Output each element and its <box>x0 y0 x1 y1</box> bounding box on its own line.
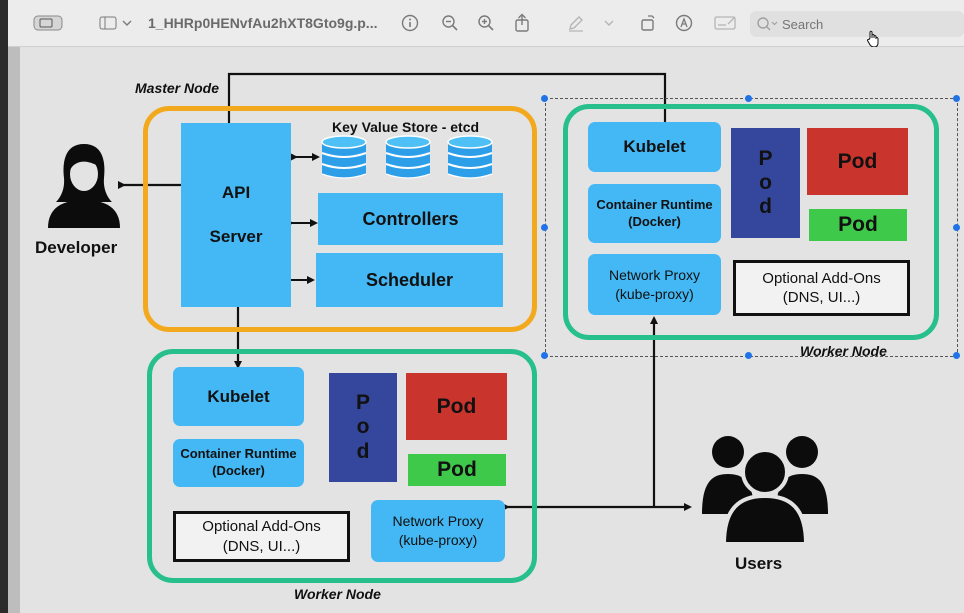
users-label: Users <box>735 554 783 573</box>
info-button[interactable] <box>398 10 422 36</box>
pod-green-bottom: Pod <box>408 454 506 486</box>
form-icon <box>714 16 736 30</box>
etcd-label: Key Value Store - etcd <box>332 119 480 135</box>
container-runtime-box-bottom: Container Runtime (Docker) <box>173 439 304 487</box>
kubelet-box-top: Kubelet <box>588 122 721 172</box>
proxy-label-line1: Network Proxy <box>392 513 484 530</box>
scheduler-box: Scheduler <box>316 253 503 307</box>
pod-letter: P <box>355 391 370 415</box>
selection-handle[interactable] <box>953 224 960 231</box>
view-menu-button[interactable] <box>96 10 136 36</box>
window-edge <box>0 0 8 613</box>
master-node-frame <box>143 106 537 332</box>
kubelet-box-bottom: Kubelet <box>173 367 304 426</box>
runtime-label-line2: (Docker) <box>628 213 681 229</box>
share-button[interactable] <box>510 10 534 36</box>
network-proxy-box-top: Network Proxy (kube-proxy) <box>588 254 721 315</box>
pod-letter: o <box>759 170 772 194</box>
network-proxy-box-bottom: Network Proxy (kube-proxy) <box>371 500 505 562</box>
selection-handle[interactable] <box>541 95 548 102</box>
selection-handle[interactable] <box>745 352 752 359</box>
zoom-in-icon <box>478 15 494 31</box>
zoom-out-icon <box>442 15 458 31</box>
worker-node-label-bottom: Worker Node <box>294 586 381 602</box>
controllers-box: Controllers <box>318 193 503 245</box>
addons-label-line1: Optional Add-Ons <box>762 269 881 287</box>
selection-handle[interactable] <box>953 95 960 102</box>
addons-label-line2: (DNS, UI...) <box>782 289 861 306</box>
pod-red-top: Pod <box>807 128 908 195</box>
selection-handle[interactable] <box>745 95 752 102</box>
preview-toolbar: 1_HHRp0HENvfAu2hXT8Gto9g.p... <box>8 0 964 48</box>
pod-letter: o <box>356 415 370 439</box>
proxy-label-line2: (kube-proxy) <box>615 285 694 302</box>
runtime-label-line2: (Docker) <box>212 463 265 478</box>
database-icon <box>321 135 367 179</box>
api-server-box: API Server <box>181 123 291 307</box>
developer-label: Developer <box>35 238 118 257</box>
sidebar-toggle-button[interactable] <box>24 10 72 36</box>
database-icon <box>447 135 493 179</box>
zoom-out-button[interactable] <box>438 10 462 36</box>
sidebar-icon <box>33 15 63 31</box>
annotate-icon <box>675 14 693 32</box>
annotate-button[interactable] <box>672 10 696 36</box>
zoom-in-button[interactable] <box>474 10 498 36</box>
pod-letter: d <box>759 195 772 219</box>
pod-red-bottom: Pod <box>406 373 507 440</box>
search-field[interactable] <box>750 11 964 37</box>
chevron-down-icon <box>604 20 614 26</box>
proxy-label-line2: (kube-proxy) <box>398 532 478 548</box>
page-shadow <box>8 47 20 613</box>
api-server-label-line1: API <box>221 182 251 202</box>
rotate-button[interactable] <box>636 10 660 36</box>
worker-node-frame-top <box>563 104 939 340</box>
markup-menu-button[interactable] <box>600 10 618 36</box>
database-icon <box>385 135 431 179</box>
view-icon <box>99 16 132 30</box>
pod-green-top: Pod <box>809 209 907 241</box>
developer-icon <box>48 144 120 228</box>
optional-addons-box-bottom: Optional Add-Ons (DNS, UI...) <box>173 511 350 562</box>
search-input[interactable] <box>780 15 954 33</box>
pod-letter: d <box>356 439 370 463</box>
etcd-database-icons <box>321 135 493 179</box>
info-icon <box>401 14 419 32</box>
form-fill-button[interactable] <box>712 10 740 36</box>
runtime-label-line1: Container Runtime <box>180 446 297 462</box>
container-runtime-box-top: Container Runtime (Docker) <box>588 184 721 243</box>
optional-addons-box-top: Optional Add-Ons (DNS, UI...) <box>733 260 910 316</box>
pod-vertical-top: P o d <box>731 128 800 238</box>
selection-handle[interactable] <box>541 224 548 231</box>
worker-node-frame-bottom <box>147 349 537 583</box>
runtime-label-line1: Container Runtime <box>596 196 713 212</box>
selection-handle[interactable] <box>541 352 548 359</box>
markup-button[interactable] <box>564 10 588 36</box>
selection-handle[interactable] <box>953 352 960 359</box>
mouse-cursor-icon <box>866 30 879 48</box>
addons-label-line2: (DNS, UI...) <box>222 537 301 555</box>
share-icon <box>515 13 529 32</box>
pod-letter: P <box>758 146 773 170</box>
pen-icon <box>569 16 583 32</box>
selection-rectangle[interactable] <box>545 98 958 357</box>
worker-node-label-top: Worker Node <box>800 343 887 359</box>
pod-vertical-bottom: P o d <box>329 373 397 482</box>
users-icon <box>702 436 828 545</box>
master-node-label: Master Node <box>135 80 220 96</box>
search-icon <box>757 17 778 31</box>
proxy-label-line1: Network Proxy <box>608 266 701 283</box>
rotate-icon <box>641 15 655 31</box>
api-server-label-line2: Server <box>209 227 263 246</box>
window-title: 1_HHRp0HENvfAu2hXT8Gto9g.p... <box>148 15 378 31</box>
addons-label-line1: Optional Add-Ons <box>202 518 321 535</box>
